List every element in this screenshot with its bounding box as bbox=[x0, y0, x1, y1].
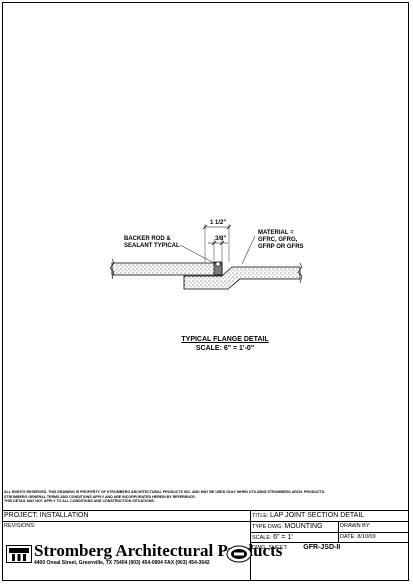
break-line-left bbox=[109, 258, 115, 280]
title-value: LAP JOINT SECTION DETAIL bbox=[270, 512, 365, 519]
type-label: TYPE DWG: bbox=[252, 524, 283, 530]
stromberg-seal-icon bbox=[226, 545, 252, 563]
backer-rod-callout: BACKER ROD & SEALANT TYPICAL bbox=[124, 236, 180, 250]
lower-panel-flange bbox=[183, 266, 301, 290]
project-cell: PROJECT: INSTALLATION bbox=[2, 510, 250, 521]
title-block: PROJECT: INSTALLATION REVISIONS: TITLE: … bbox=[2, 510, 409, 581]
sheet-label: DWG. SHEET: bbox=[252, 545, 288, 551]
callout-right-line3: GFRP OR GFRS bbox=[258, 244, 304, 250]
title-label: TITLE: bbox=[252, 513, 269, 519]
detail-caption: TYPICAL FLANGE DETAIL SCALE: 6" = 1'-0" bbox=[160, 335, 290, 353]
detail-caption-title: TYPICAL FLANGE DETAIL bbox=[181, 336, 269, 343]
date-value: 8/10/09 bbox=[357, 534, 376, 540]
upper-panel-flange bbox=[111, 262, 223, 276]
revisions-cell: REVISIONS: bbox=[2, 521, 250, 540]
notice-line1: ALL RIGHTS RESERVED. THIS DRAWING IS PRO… bbox=[4, 490, 326, 494]
callout-right-line2: GFRC, GFRG, bbox=[258, 237, 298, 243]
callout-right-line1: MATERIAL = bbox=[258, 230, 294, 236]
scale-value: 6" = 1' bbox=[273, 534, 293, 541]
date-cell: DATE: 8/10/09 bbox=[338, 532, 409, 542]
type-value: MOUNTING bbox=[284, 523, 323, 530]
break-line-right bbox=[297, 262, 303, 284]
brand-address: 4400 Oneal Street, Greenville, TX 75404 … bbox=[34, 560, 210, 566]
dimension-gap-label: 3/8" bbox=[215, 236, 227, 242]
title-cell: TITLE: LAP JOINT SECTION DETAIL bbox=[250, 510, 409, 521]
title-block-divider bbox=[250, 510, 251, 581]
backer-rod bbox=[215, 261, 221, 267]
date-label: DATE: bbox=[340, 534, 356, 540]
dimension-overall-label: 1 1/2" bbox=[210, 220, 227, 226]
type-cell: TYPE DWG: MOUNTING bbox=[250, 521, 338, 532]
drawing-sheet bbox=[2, 2, 409, 581]
detail-caption-scale: SCALE: 6" = 1'-0" bbox=[195, 345, 255, 352]
brand-name: Stromberg Architectural Products bbox=[34, 541, 283, 560]
copyright-notice: ALL RIGHTS RESERVED. THIS DRAWING IS PRO… bbox=[4, 490, 406, 504]
brand-block: Stromberg Architectural Products 4400 On… bbox=[4, 541, 282, 570]
callout-left-line1: BACKER ROD & bbox=[124, 236, 171, 242]
drawn-by-cell: DRAWN BY: bbox=[338, 521, 409, 532]
notice-line3: THIS DETAIL MAY NOT APPLY TO ALL CONDITI… bbox=[4, 499, 155, 504]
scale-label: SCALE: bbox=[252, 535, 272, 541]
stromberg-logo-icon bbox=[6, 545, 32, 563]
title-block-divider-2 bbox=[338, 521, 339, 542]
notice-line2: STROMBERG GENERAL TERMS AND CONDITIONS A… bbox=[4, 494, 196, 499]
material-callout: MATERIAL = GFRC, GFRG, GFRP OR GFRS bbox=[258, 230, 304, 251]
callout-left-line2: SEALANT TYPICAL bbox=[124, 243, 180, 249]
sheet-value: GFR-JSD-II bbox=[303, 544, 341, 551]
scale-cell: SCALE: 6" = 1' bbox=[250, 532, 338, 542]
sheet-cell: DWG. SHEET: GFR-JSD-II bbox=[250, 542, 409, 554]
